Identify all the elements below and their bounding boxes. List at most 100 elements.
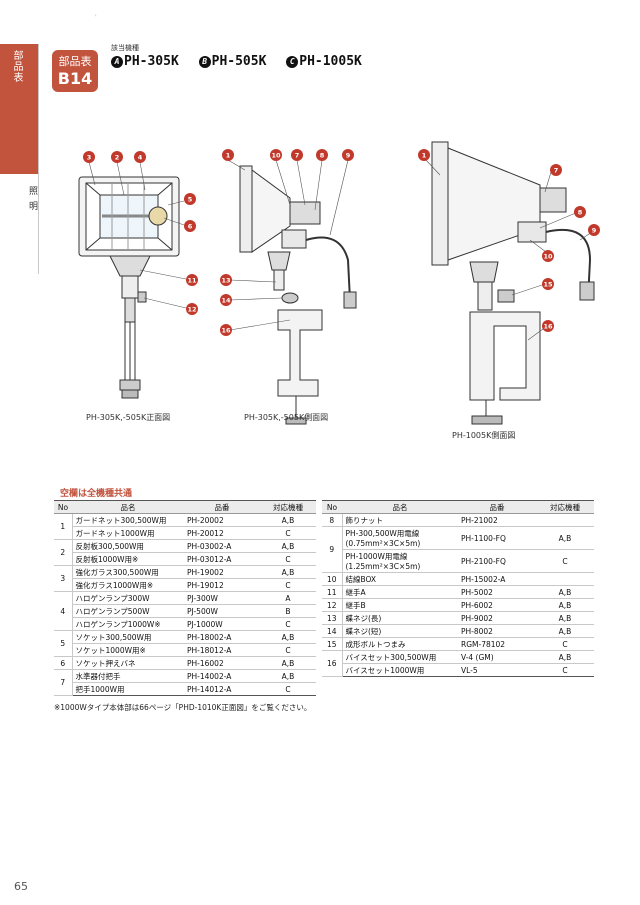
row-no: 14: [322, 624, 343, 638]
callout-front-6-text: 6: [188, 223, 193, 231]
callout-side-10: 10: [270, 149, 282, 161]
col-header-models: 対応機種: [536, 500, 594, 514]
row-models: [536, 572, 594, 586]
callout-front-11-text: 11: [187, 277, 197, 285]
section-badge: 部品表 B14: [52, 50, 98, 92]
row-part: PH-20002: [184, 513, 260, 527]
callout-side-14: 14: [220, 294, 232, 306]
row-name: 成形ボルトつまみ: [342, 637, 458, 651]
callout-side-14-text: 14: [221, 297, 231, 305]
row-no: 8: [322, 513, 343, 527]
callout-side1000-9: 9: [588, 224, 600, 236]
row-name: バイスセット300,500W用: [342, 650, 458, 664]
badge-code: B14: [57, 69, 93, 88]
row-name: PH-300,500W用電線 (0.75mm²×3C×5m): [342, 526, 458, 550]
row-part: PH-8002: [458, 624, 536, 638]
row-name: 把手1000W用: [72, 682, 184, 696]
row-models: A: [260, 591, 316, 605]
callout-side1000-7: 7: [550, 164, 562, 176]
row-name: ハロゲンランプ1000W※: [72, 617, 184, 631]
row-models: C: [536, 549, 594, 573]
callout-front-2-text: 2: [115, 154, 120, 162]
callout-side1000-16-text: 16: [543, 323, 553, 331]
row-part: PH-16002: [184, 656, 260, 670]
callout-side-7: 7: [291, 149, 303, 161]
row-no: 3: [54, 565, 73, 592]
row-part: RGM-78102: [458, 637, 536, 651]
row-part: VL-5: [458, 663, 536, 677]
side-view-1000-drawing: [431, 141, 595, 425]
model-mark-c: C: [286, 56, 299, 68]
row-part: PH-18002-A: [184, 630, 260, 644]
row-models: C: [260, 552, 316, 566]
callout-side-10-text: 10: [271, 152, 281, 160]
callout-front-2: 2: [111, 151, 123, 163]
row-part: PH-15002-A: [458, 572, 536, 586]
model-name-b: PH-505K: [211, 54, 267, 69]
callout-side1000-15-text: 15: [543, 281, 553, 289]
row-part: PH-14002-A: [184, 669, 260, 683]
row-name: 反射板300,500W用: [72, 539, 184, 553]
table-header-row: No 品名 品番 対応機種: [54, 500, 316, 514]
row-part: PH-18012-A: [184, 643, 260, 657]
row-no: 7: [54, 669, 73, 696]
row-name: 反射板1000W用※: [72, 552, 184, 566]
row-part: V-4 (GM): [458, 650, 536, 664]
side-tab-label: 部品表: [11, 50, 22, 83]
row-name: 強化ガラス300,500W用: [72, 565, 184, 579]
row-no: 6: [54, 656, 73, 670]
side-view-caption: PH-305K,-505K側面図: [244, 413, 329, 422]
row-no: 2: [54, 539, 73, 566]
model-name-a: PH-305K: [124, 54, 179, 69]
callout-side1000-16: 16: [542, 320, 554, 332]
callout-side-1: 1: [222, 149, 234, 161]
row-part: PH-03012-A: [184, 552, 260, 566]
row-name: ガードネット300,500W用: [72, 513, 184, 527]
row-part: PJ-500W: [184, 604, 260, 618]
row-no: 11: [322, 585, 343, 599]
callout-front-5: 5: [184, 193, 196, 205]
row-models: A,B: [536, 624, 594, 638]
row-models: A,B: [536, 611, 594, 625]
row-part: PH-19012: [184, 578, 260, 592]
row-part: PJ-1000W: [184, 617, 260, 631]
row-models: [536, 513, 594, 527]
row-name: 継手B: [342, 598, 458, 612]
side-category-label: 照明: [27, 186, 37, 216]
callout-front-12: 12: [186, 303, 198, 315]
row-name: 強化ガラス1000W用※: [72, 578, 184, 592]
callout-front-3-text: 3: [87, 154, 92, 162]
side-view-drawing: [239, 165, 357, 425]
col-header-models: 対応機種: [260, 500, 316, 514]
row-name: 継手A: [342, 585, 458, 599]
callout-side-13-text: 13: [221, 277, 230, 285]
row-models: C: [260, 578, 316, 592]
row-models: A,B: [260, 539, 316, 553]
row-models: A,B: [260, 656, 316, 670]
callout-side1000-7-text: 7: [554, 167, 559, 175]
callout-front-11: 11: [186, 274, 198, 286]
front-view-caption: PH-305K,-505K正面図: [86, 413, 171, 422]
callout-side1000-1: 1: [418, 149, 430, 161]
callout-front-3: 3: [83, 151, 95, 163]
badge-label: 部品表: [58, 55, 92, 68]
row-name: ガードネット1000W用: [72, 526, 184, 540]
table-section-title: 空欄は全機種共通: [60, 489, 133, 499]
model-mark-b: B: [198, 56, 211, 68]
row-part: PH-20012: [184, 526, 260, 540]
row-no: 10: [322, 572, 343, 586]
col-header-name: 品名: [342, 500, 458, 514]
